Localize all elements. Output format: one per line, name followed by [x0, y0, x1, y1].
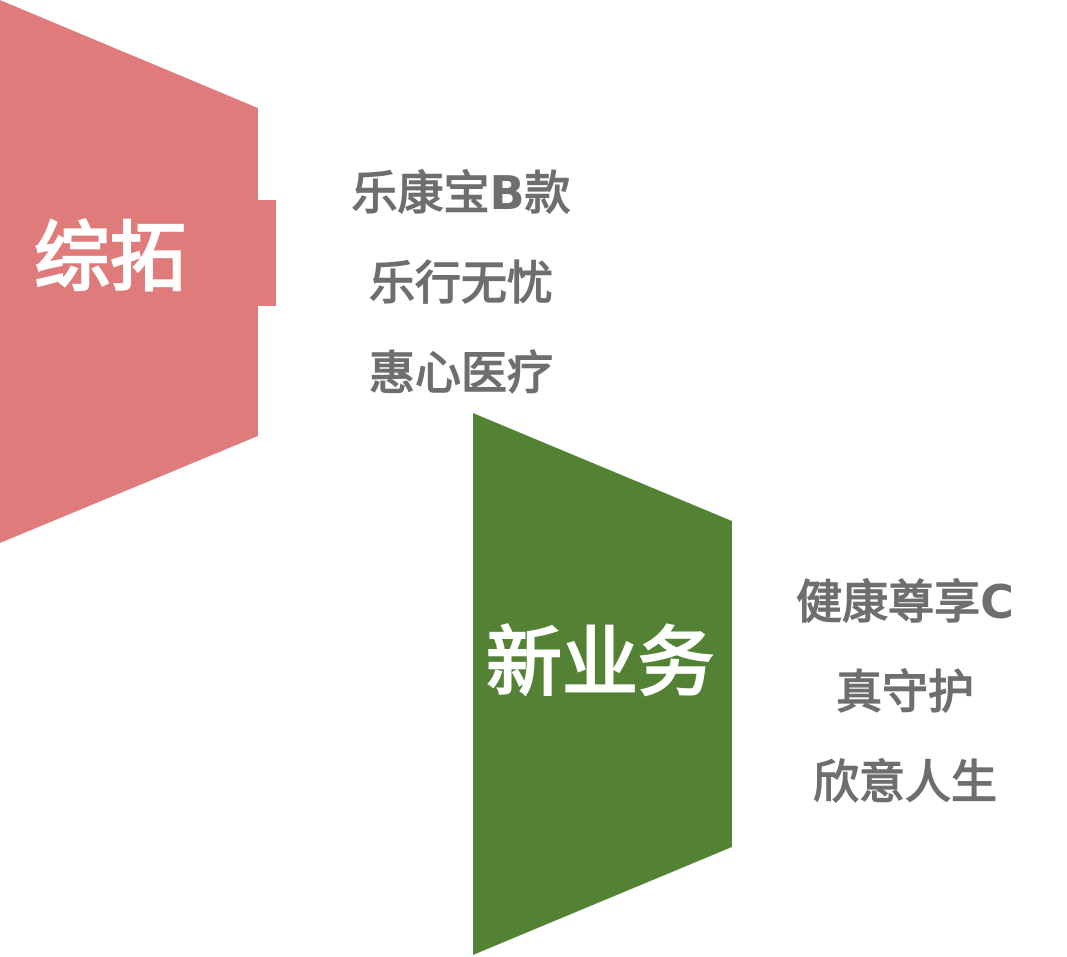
group-2-label: 新业务	[486, 618, 714, 707]
group-1-item: 乐行无忧	[369, 256, 553, 310]
group-2-item-list: 健康尊享C 真守护 欣意人生	[796, 557, 1014, 827]
group-1-item: 惠心医疗	[369, 346, 553, 400]
group-1-item-list: 乐康宝B款 乐行无忧 惠心医疗	[351, 148, 570, 418]
group-1-item: 乐康宝B款	[351, 166, 571, 220]
group-1-label: 综拓	[34, 213, 186, 302]
group-2-item: 健康尊享C	[796, 575, 1014, 629]
group-2-item: 欣意人生	[812, 755, 997, 809]
group-2-shape	[473, 413, 732, 955]
group-2-item: 真守护	[835, 665, 974, 719]
group-1-shape	[0, 0, 276, 543]
